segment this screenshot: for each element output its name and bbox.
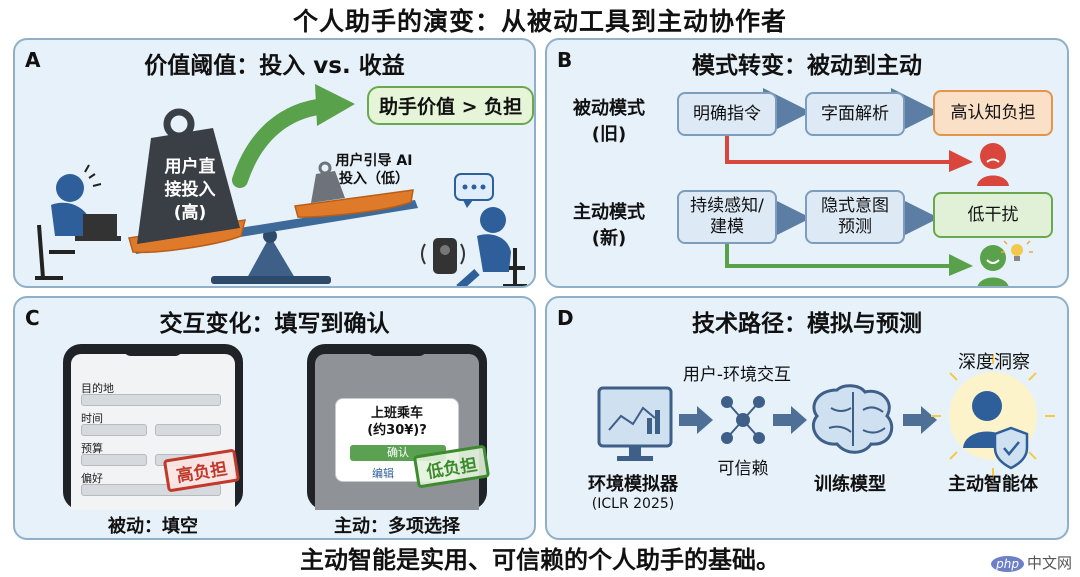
panel-letter: D [557, 306, 574, 330]
interaction-label: 用户-环境交互 [682, 365, 792, 385]
confirm-screen: 上班乘车 (约30¥)? 确认 编辑 [315, 354, 479, 510]
shield-check-icon [993, 426, 1029, 470]
form-screen: 目的地 时间 预算 偏好 [71, 354, 235, 510]
panel-title: 模式转变：被动到主动 [692, 53, 922, 79]
insight-label: 深度洞察 [958, 352, 1030, 373]
step-continuous-sensing: 持续感知/ 建模 [677, 190, 777, 244]
passive-phone: 目的地 时间 预算 偏好 [63, 344, 243, 510]
simulator-label: 环境模拟器 [588, 474, 678, 495]
simulator-monitor-icon [597, 386, 673, 461]
network-graph-icon [721, 396, 765, 444]
footer-conclusion: 主动智能是实用、可信赖的个人助手的基础。 [300, 546, 780, 574]
relaxed-user-icon [456, 207, 527, 286]
happy-user-icon [977, 245, 1009, 286]
tech-path-illustration [597, 354, 1055, 478]
field-label-destination: 目的地 [81, 382, 114, 395]
mode-flow-arrows [725, 88, 1033, 286]
panel-letter: B [557, 48, 573, 72]
panel-interaction-change: C 交互变化：填写到确认 目的地 时间 预算 偏好 高负担 被动：填空 上班乘车… [13, 296, 536, 540]
step-high-cognitive-load: 高认知负担 [933, 90, 1053, 136]
panel-value-threshold: A 价值阈值：投入 vs. 收益 [13, 38, 536, 288]
time-input-1[interactable] [81, 424, 147, 436]
budget-input-1[interactable] [81, 454, 147, 466]
panel-title: 价值阈值：投入 vs. 收益 [144, 53, 405, 79]
field-label-preference: 偏好 [81, 472, 103, 485]
dialog-title: 上班乘车 (约30¥)? [367, 406, 427, 438]
agent-label: 主动智能体 [948, 474, 1038, 495]
brain-icon [811, 384, 894, 454]
panel-letter: C [25, 306, 40, 330]
main-title: 个人助手的演变：从被动工具到主动协作者 [292, 7, 787, 36]
step-implicit-intent: 隐式意图 预测 [805, 190, 905, 244]
smart-speaker-icon [421, 238, 465, 274]
field-label-budget: 预算 [81, 442, 103, 455]
panel-letter: A [25, 48, 41, 72]
step-literal-parsing: 字面解析 [805, 92, 905, 136]
edit-link[interactable]: 编辑 [372, 467, 394, 480]
panel-mode-shift: B 模式转变：被动到主动 [545, 38, 1069, 288]
field-label-time: 时间 [81, 412, 103, 425]
caption-passive: 被动：填空 [108, 516, 198, 537]
value-callout: 助手价值 > 负担 [367, 86, 534, 125]
caption-proactive: 主动：多项选择 [334, 516, 460, 537]
seesaw-illustration [35, 84, 527, 286]
frustrated-user-icon [977, 143, 1009, 186]
time-input-2[interactable] [155, 424, 221, 436]
train-model-label: 训练模型 [814, 474, 886, 495]
chat-bubble-icon [454, 173, 494, 208]
light-weight-label: 用户引导 AI 投入（低） [335, 153, 413, 187]
destination-input[interactable] [81, 394, 221, 406]
panel-title: 技术路径：模拟与预测 [692, 311, 922, 337]
proactive-mode-label: 主动模式 (新) [573, 202, 645, 249]
panel-technical-path: D 技术路径：模拟与预测 [545, 296, 1069, 540]
step-explicit-instruction: 明确指令 [677, 92, 777, 136]
heavy-weight-label: 用户直 接投入 (高) [164, 157, 216, 223]
passive-mode-label: 被动模式 (旧) [573, 98, 645, 145]
step-low-interruption: 低干扰 [933, 192, 1053, 238]
php-badge: php [991, 556, 1024, 572]
proactive-phone: 上班乘车 (约30¥)? 确认 编辑 [307, 344, 487, 510]
trusted-label: 可信赖 [717, 459, 769, 479]
panel-title: 交互变化：填写到确认 [159, 311, 390, 337]
simulator-sub-label: (ICLR 2025) [591, 496, 675, 512]
stressed-user-icon [35, 164, 121, 280]
